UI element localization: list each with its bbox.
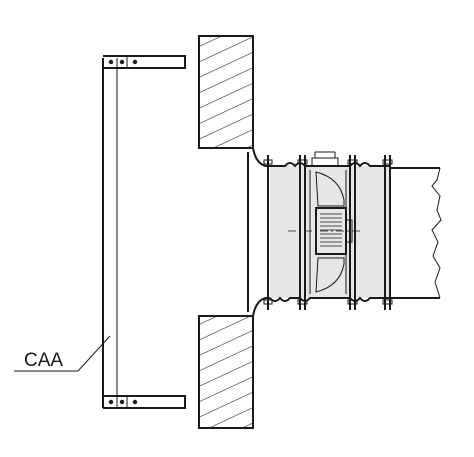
fan-unit	[288, 151, 362, 294]
duct-body	[269, 162, 390, 302]
louver-caa	[102, 55, 186, 409]
wall-flange	[247, 147, 270, 317]
louver-top-bracket	[103, 55, 186, 69]
fan-blade-top	[315, 171, 345, 207]
label-caa: CAA	[24, 350, 63, 371]
wall-upper	[198, 35, 254, 149]
break-line	[431, 167, 442, 299]
wall-lower	[198, 315, 254, 429]
outlet-duct	[390, 167, 442, 299]
louver-label: CAA	[14, 335, 111, 372]
louver-bottom-bracket	[103, 395, 186, 409]
fan-blade-bottom	[315, 257, 345, 293]
flange-rings	[263, 155, 393, 310]
